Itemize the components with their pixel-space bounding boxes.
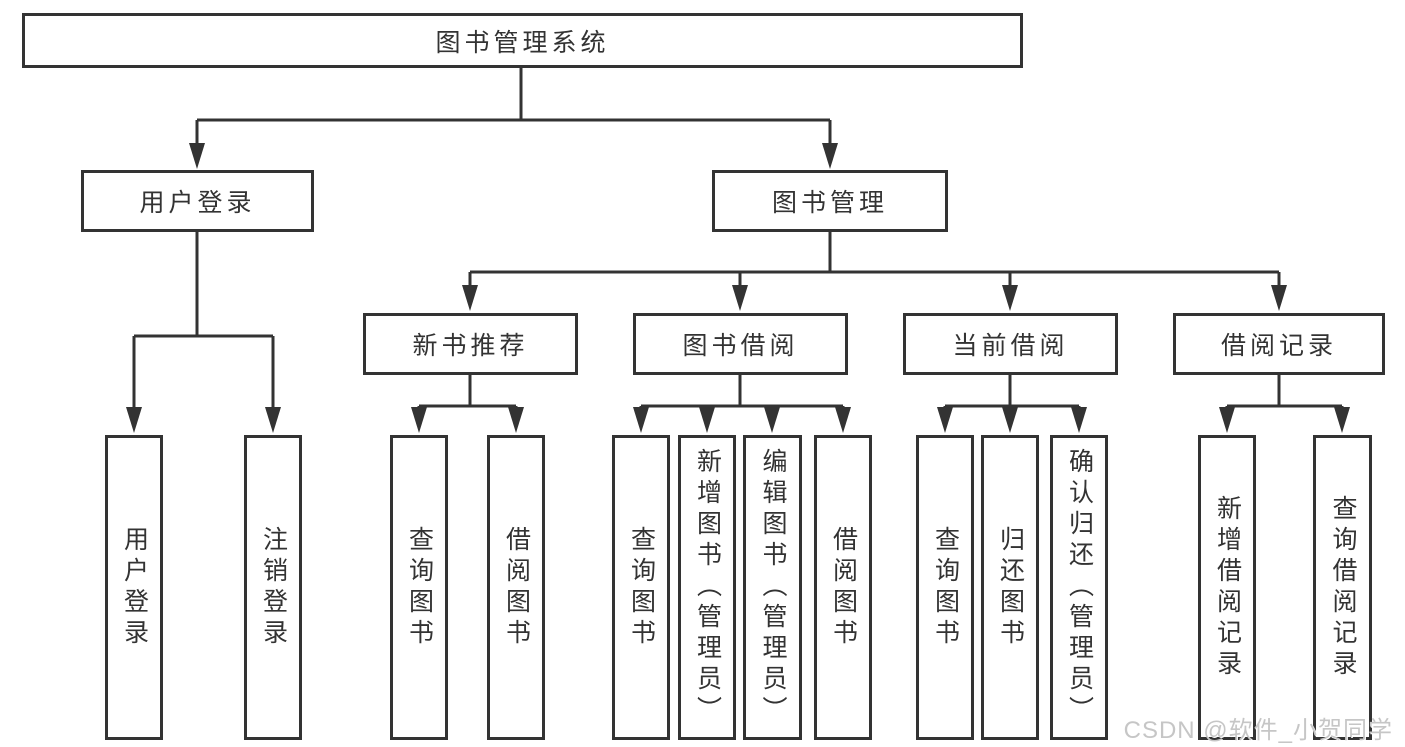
node-book-management-label: 图书管理 xyxy=(771,189,888,217)
connector-user-login-children xyxy=(132,232,275,410)
leaf-query-book-borrowing-label: 查询图书 xyxy=(627,525,656,650)
arrowhead-icon xyxy=(1271,285,1287,311)
node-book-borrowing: 图书借阅 xyxy=(633,313,848,375)
arrowhead-icon xyxy=(937,407,953,433)
node-book-management: 图书管理 xyxy=(712,170,948,232)
node-borrowing-records: 借阅记录 xyxy=(1173,313,1385,375)
leaf-logout: 注销登录 xyxy=(244,435,302,740)
arrowhead-icon xyxy=(462,285,478,311)
node-root: 图书管理系统 xyxy=(22,13,1023,68)
node-book-borrowing-label: 图书借阅 xyxy=(682,332,799,360)
node-borrowing-records-label: 借阅记录 xyxy=(1220,332,1337,360)
node-new-book-recommend: 新书推荐 xyxy=(363,313,578,375)
connector-root-to-level2 xyxy=(195,68,832,146)
arrowhead-icon xyxy=(633,407,649,433)
leaf-confirm-return-admin-label: 确认归还（管理员） xyxy=(1065,448,1094,727)
node-root-label: 图书管理系统 xyxy=(435,28,610,57)
connector-borrow-records-children xyxy=(1225,375,1344,412)
leaf-add-book-admin: 新增图书（管理员） xyxy=(678,435,736,740)
arrowhead-icon xyxy=(508,407,524,433)
leaf-user-login-label: 用户登录 xyxy=(120,525,149,650)
leaf-edit-book-admin-label: 编辑图书（管理员） xyxy=(759,448,787,727)
arrowhead-icon xyxy=(835,407,851,433)
leaf-borrow-book-borrowing-label: 借阅图书 xyxy=(829,525,858,650)
leaf-query-book-current-label: 查询图书 xyxy=(931,525,960,650)
arrowhead-icon xyxy=(764,407,780,433)
leaf-add-borrow-record-label: 新增借阅记录 xyxy=(1213,494,1242,681)
connector-current-borrow-children xyxy=(943,375,1081,412)
leaf-query-book-borrowing: 查询图书 xyxy=(612,435,670,740)
arrowhead-icon xyxy=(699,407,715,433)
leaf-logout-label: 注销登录 xyxy=(259,525,288,650)
arrowhead-icon xyxy=(126,407,142,433)
leaf-query-book-current: 查询图书 xyxy=(916,435,974,740)
connector-book-mgmt-children xyxy=(468,232,1281,288)
arrowhead-icon xyxy=(189,143,205,169)
arrowhead-icon xyxy=(265,407,281,433)
leaf-edit-book-admin: 编辑图书（管理员） xyxy=(743,435,802,740)
arrowhead-icon xyxy=(822,143,838,169)
watermark: CSDN @软件_小贺同学 xyxy=(1123,717,1393,744)
node-current-borrowing-label: 当前借阅 xyxy=(952,332,1069,360)
node-user-login: 用户登录 xyxy=(81,170,314,232)
connector-new-book-children xyxy=(417,375,518,412)
leaf-return-book-label: 归还图书 xyxy=(996,525,1025,650)
leaf-add-borrow-record: 新增借阅记录 xyxy=(1198,435,1256,740)
leaf-borrow-book-recommend: 借阅图书 xyxy=(487,435,545,740)
arrowhead-icon xyxy=(1002,285,1018,311)
arrowhead-icon xyxy=(1334,407,1350,433)
leaf-query-book-recommend-label: 查询图书 xyxy=(405,525,434,650)
connector-book-borrow-children xyxy=(639,375,845,412)
arrowhead-icon xyxy=(1071,407,1087,433)
arrowhead-icon xyxy=(411,407,427,433)
node-new-book-recommend-label: 新书推荐 xyxy=(412,332,529,360)
arrowhead-icon xyxy=(1002,407,1018,433)
leaf-return-book: 归还图书 xyxy=(981,435,1039,740)
leaf-borrow-book-borrowing: 借阅图书 xyxy=(814,435,872,740)
arrowhead-icon xyxy=(732,285,748,311)
node-current-borrowing: 当前借阅 xyxy=(903,313,1118,375)
leaf-query-borrow-record: 查询借阅记录 xyxy=(1313,435,1372,740)
leaf-query-borrow-record-label: 查询借阅记录 xyxy=(1329,494,1357,681)
leaf-query-book-recommend: 查询图书 xyxy=(390,435,448,740)
leaf-confirm-return-admin: 确认归还（管理员） xyxy=(1050,435,1108,740)
node-user-login-label: 用户登录 xyxy=(139,189,256,217)
leaf-user-login: 用户登录 xyxy=(105,435,163,740)
arrowhead-icon xyxy=(1219,407,1235,433)
leaf-borrow-book-recommend-label: 借阅图书 xyxy=(502,525,531,650)
leaf-add-book-admin-label: 新增图书（管理员） xyxy=(693,448,722,727)
